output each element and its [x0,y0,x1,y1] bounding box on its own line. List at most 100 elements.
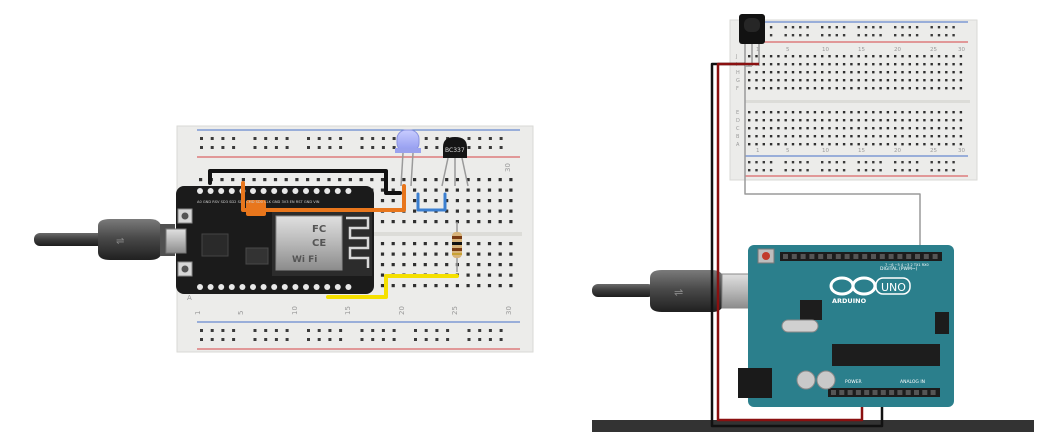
terminal-hole [487,199,492,203]
terminal-hole [879,127,882,130]
terminal-hole [908,71,911,74]
terminal-hole [901,127,904,130]
header-pin [844,254,850,259]
terminal-hole [850,135,853,138]
terminal-hole [762,63,765,66]
rail-hole [806,161,809,164]
esp-ce-mark: CE [312,238,326,249]
header-pin [818,254,824,259]
terminal-hole [908,111,911,114]
terminal-hole [487,220,492,224]
arduino-mcu-chip [832,344,940,366]
pin-pad [218,284,225,290]
rail-hole [828,26,831,29]
terminal-hole [748,79,751,82]
terminal-hole [748,111,751,114]
rail-hole [915,34,919,37]
rail-hole [952,161,955,164]
terminal-hole [423,220,427,224]
pin-pad [345,188,352,194]
terminal-hole [799,135,802,138]
terminal-hole [509,188,513,192]
terminal-hole [857,135,860,138]
terminal-hole [806,127,809,130]
terminal-hole [755,127,758,130]
rail-hole [937,26,941,29]
right-row-letter: F [736,86,739,92]
terminal-hole [835,111,838,114]
terminal-hole [348,178,352,182]
right-row-letters: J I H G F E D C B A [735,54,740,148]
rail-hole [879,34,882,37]
terminal-hole [799,55,802,58]
terminal-hole [413,263,417,267]
rail-hole [264,146,268,149]
rail-hole [499,146,503,149]
terminal-hole [894,79,897,82]
terminal-hole [828,63,831,66]
rail-hole [392,338,396,341]
terminal-hole [857,71,860,74]
terminal-hole [466,263,470,267]
terminal-hole [791,111,795,114]
rail-hole [894,26,897,29]
rail-hole [360,146,364,149]
rail-hole [937,161,941,164]
rail-hole [435,137,439,140]
terminal-hole [945,71,948,74]
terminal-hole [423,242,427,246]
rail-hole [937,34,941,37]
terminal-hole [813,127,817,130]
header-pin [888,254,894,259]
header-pin [862,254,868,259]
terminal-hole [784,55,787,58]
terminal-hole [864,111,868,114]
rail-hole [762,169,765,172]
terminal-hole [784,71,787,74]
rail-hole [232,146,236,149]
right-top-number: 25 [930,47,937,53]
terminal-hole [791,143,795,146]
terminal-hole [487,284,492,288]
pin-pad [197,284,203,290]
terminal-hole [487,242,492,246]
rail-hole [381,338,385,341]
terminal-hole [945,79,948,82]
rail-hole [828,34,831,37]
terminal-hole [455,284,459,288]
rail-hole [901,34,904,37]
rail-hole [339,137,343,140]
arduino-digital-header [780,252,942,261]
rail-hole [307,146,310,149]
right-row-letter: B [736,134,740,140]
terminal-hole [915,143,919,146]
terminal-hole [930,143,933,146]
rail-hole [274,338,278,341]
terminal-hole [923,55,926,58]
terminal-hole [930,119,933,122]
terminal-hole [769,55,773,58]
terminal-hole [813,63,817,66]
right-row-letter: C [736,126,740,132]
rail-hole [210,329,214,332]
terminal-hole [872,111,875,114]
terminal-hole [842,71,846,74]
rail-hole [414,329,417,332]
terminal-hole [813,135,817,138]
rail-hole [435,146,439,149]
terminal-hole [380,242,385,246]
rail-hole [821,26,824,29]
rail-hole [769,169,773,172]
terminal-hole [487,263,492,267]
rail-hole [806,26,809,29]
left-bottom-number: 20 [398,306,406,315]
rail-hole [210,137,214,140]
terminal-hole [391,188,395,192]
terminal-hole [498,252,502,256]
terminal-hole [434,220,438,224]
terminal-hole [937,111,941,114]
terminal-hole [791,135,795,138]
terminal-hole [509,252,513,256]
rail-hole [253,146,257,149]
pin-pad [303,188,309,194]
